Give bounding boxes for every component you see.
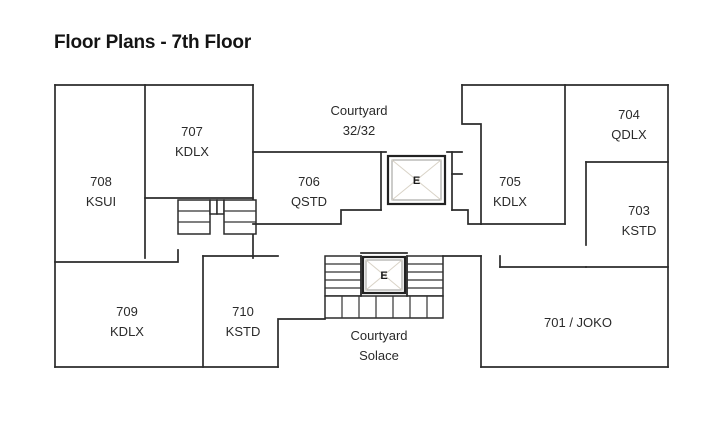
elevator-lower-label: E [380,270,387,282]
room-number: 703 [628,203,650,218]
page-title: Floor Plans - 7th Floor [54,32,252,53]
courtyard-label-bottom: Courtyard Solace [350,328,407,363]
courtyard-capacity: 32/32 [343,123,376,138]
room-code: KDLX [175,144,209,159]
stair-lower-left-flight [324,255,362,297]
room-number: 709 [116,304,138,319]
stair-upper-right-flight [223,199,257,235]
room-label-703[interactable]: 703 KSTD [622,203,657,238]
room-label-704[interactable]: 704 QDLX [611,107,647,142]
room-code: QSTD [291,194,327,209]
room-number-code: 701 / JOKO [544,315,612,330]
walls-lower-right [442,255,587,368]
room-number: 710 [232,304,254,319]
elevator-x-icon [365,259,403,291]
walls-courtyard-top [252,151,482,225]
room-number: 706 [298,174,320,189]
walls-upper-right [451,84,669,268]
walls-upper-left [54,84,254,263]
room-code: KDLX [110,324,144,339]
courtyard-name: Courtyard [350,328,407,343]
room-label-708[interactable]: 708 KSUI [86,174,116,209]
room-number: 704 [618,107,640,122]
room-number: 705 [499,174,521,189]
courtyard-label-top: Courtyard 32/32 [330,103,387,138]
elevator-x-icon [391,159,442,201]
stair-lower-bottom-flight [324,295,444,319]
room-labels: 708 KSUI 707 KDLX 706 QSTD 705 KDLX 704 … [86,107,657,339]
room-label-710[interactable]: 710 KSTD [226,304,261,339]
stair-lower-center [324,252,444,319]
elevator-upper[interactable]: E [386,154,447,206]
room-code: KSTD [622,223,657,238]
wall-708-709-divider [54,249,179,263]
room-code: KSUI [86,194,116,209]
room-code: KSTD [226,324,261,339]
room-number: 707 [181,124,203,139]
room-code: KDLX [493,194,527,209]
wall-706-bottom [252,209,382,225]
stair-upper-left [177,199,257,235]
room-label-706[interactable]: 706 QSTD [291,174,327,209]
room-code: QDLX [611,127,647,142]
stair-lower-right-flight [406,255,444,297]
wall-elevator-upper-right-notch [451,209,482,225]
room-number: 708 [90,174,112,189]
elevator-lower[interactable]: E [361,255,407,295]
courtyard-labels: Courtyard 32/32 Courtyard Solace [330,103,407,363]
elevator-upper-label: E [413,175,420,187]
courtyard-subname: Solace [359,348,399,363]
wall-710-right [277,318,326,368]
room-label-707[interactable]: 707 KDLX [175,124,209,159]
stair-upper-left-flight [177,199,211,235]
courtyard-name: Courtyard [330,103,387,118]
wall-705-left [461,84,482,225]
room-label-709[interactable]: 709 KDLX [110,304,144,339]
room-label-701[interactable]: 701 / JOKO [544,315,612,330]
stair-upper-center-slot [209,199,218,215]
room-label-705[interactable]: 705 KDLX [493,174,527,209]
walls-lower-left [202,255,326,368]
stair-upper-center-slot [216,199,225,215]
